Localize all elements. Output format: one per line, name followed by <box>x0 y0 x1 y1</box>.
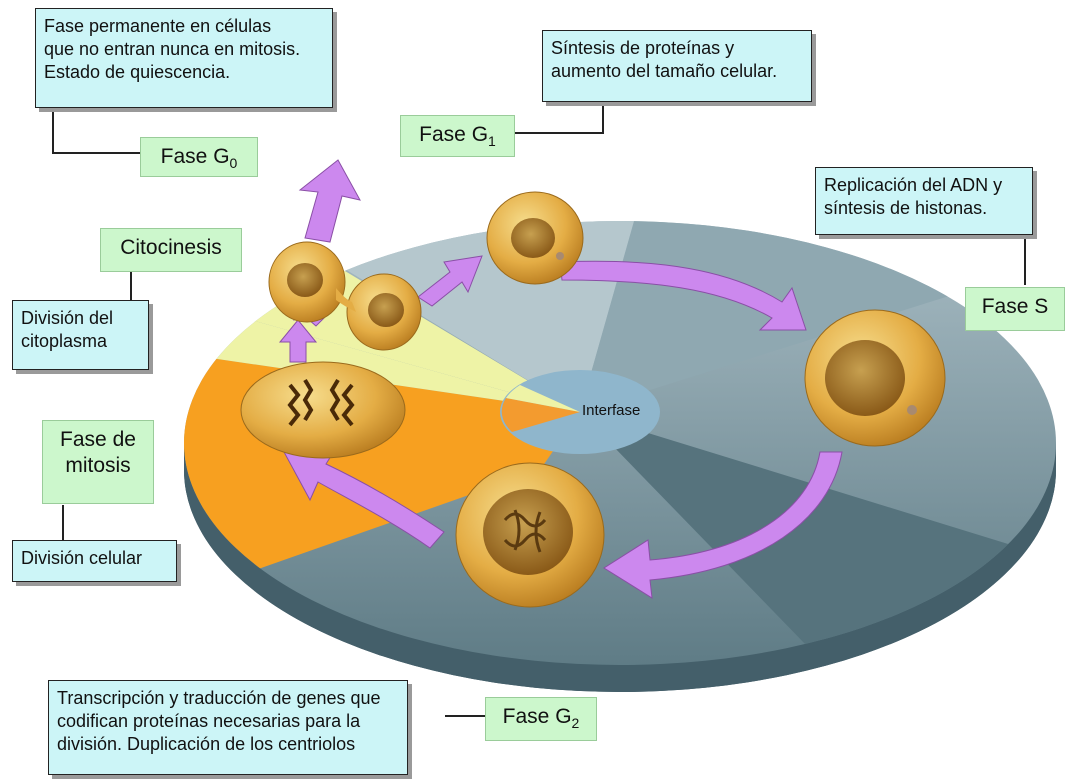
arrow-up-1 <box>278 319 318 363</box>
interfase-label: Interfase <box>582 402 641 419</box>
tag-g2-text: Fase G <box>502 705 572 728</box>
celular-description-box: División celular <box>12 540 177 582</box>
tag-g1-text: Fase G <box>419 123 489 146</box>
arrow-g0 <box>298 159 361 243</box>
connector-g0-v <box>52 107 54 153</box>
connector-g0-h <box>52 152 140 154</box>
connector-g2-h <box>445 715 485 717</box>
s-description-box: Replicación del ADN y síntesis de histon… <box>815 167 1033 235</box>
g2-desc-line1: Transcripción y traducción de genes que <box>57 688 381 708</box>
connector-mitosis-v <box>62 505 64 540</box>
tag-fase-g2: Fase G2 <box>485 697 597 741</box>
celular-desc-line: División celular <box>21 548 143 568</box>
tag-g0-sub: 0 <box>229 155 238 171</box>
cell-g2 <box>455 462 605 608</box>
g1-description-box: Síntesis de proteínas y aumento del tama… <box>542 30 812 102</box>
g1-desc-line2: aumento del tamaño celular. <box>551 61 778 81</box>
citoplasma-description-box: División del citoplasma <box>12 300 149 370</box>
connector-g1-h <box>515 132 604 134</box>
cell-mitosis <box>240 361 406 459</box>
g2-desc-line2: codifican proteínas necesarias para la <box>57 711 361 731</box>
cell-g1 <box>486 191 584 285</box>
tag-fase-mitosis: Fase de mitosis <box>42 420 154 504</box>
s-desc-line1: Replicación del ADN y <box>824 175 1003 195</box>
s-desc-line2: síntesis de histonas. <box>824 198 988 218</box>
g0-desc-line3: Estado de quiescencia. <box>44 62 231 82</box>
tag-citocinesis: Citocinesis <box>100 228 242 272</box>
cell-cytokinesis <box>268 241 422 351</box>
tag-fase-s: Fase S <box>965 287 1065 331</box>
tag-g2-sub: 2 <box>571 715 580 731</box>
g0-description-box: Fase permanente en células que no entran… <box>35 8 333 108</box>
g0-desc-line2: que no entran nunca en mitosis. <box>44 39 301 59</box>
connector-s-v <box>1024 235 1026 285</box>
tag-fase-g0: Fase G0 <box>140 137 258 177</box>
tag-mitosis-line1: Fase de <box>60 428 136 451</box>
connector-g1-v <box>602 102 604 134</box>
g0-desc-line1: Fase permanente en células <box>44 16 272 36</box>
citoplasma-desc-line1: División del <box>21 308 114 328</box>
tag-fase-g1: Fase G1 <box>400 115 515 157</box>
tag-mitosis-line2: mitosis <box>65 454 131 477</box>
g1-desc-line1: Síntesis de proteínas y <box>551 38 735 58</box>
tag-g0-text: Fase G <box>160 145 230 168</box>
tag-s-text: Fase S <box>981 295 1049 318</box>
arrow-to-s <box>559 260 807 331</box>
center-pie-mitosis <box>501 398 580 432</box>
cell-s <box>804 309 946 447</box>
g2-desc-line3: división. Duplicación de los centriolos <box>57 734 356 754</box>
tag-g1-sub: 1 <box>488 133 496 149</box>
connector-cito-v <box>130 272 132 302</box>
arrow-to-g1 <box>417 255 483 307</box>
g2-description-box: Transcripción y traducción de genes que … <box>48 680 408 775</box>
tag-citocinesis-text: Citocinesis <box>120 236 222 259</box>
cytokinesis-sector <box>184 300 580 412</box>
citoplasma-desc-line2: citoplasma <box>21 331 108 351</box>
arrow-to-g2 <box>603 451 843 599</box>
